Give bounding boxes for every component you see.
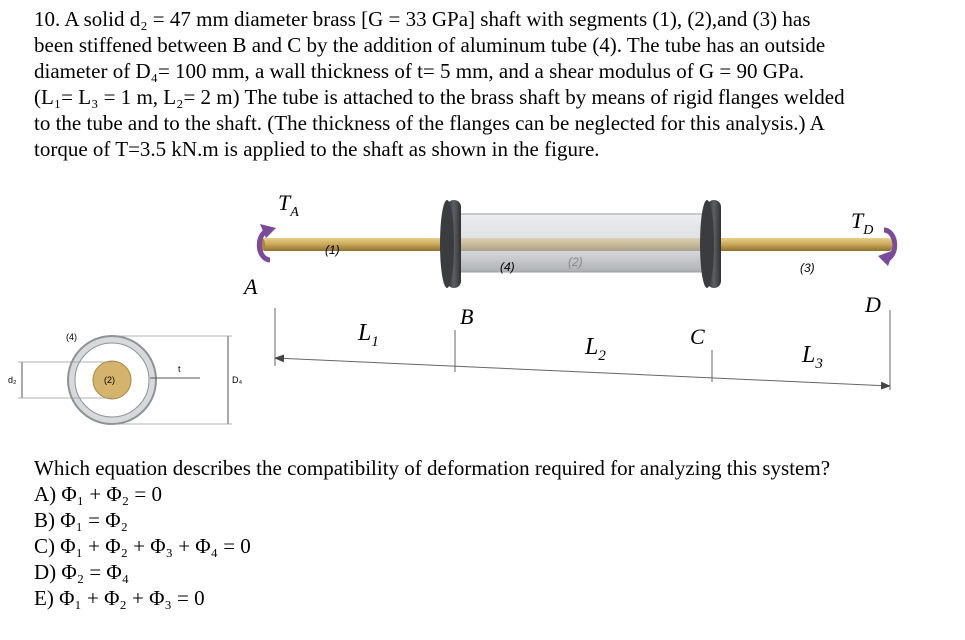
cs-label-4: (4) xyxy=(66,332,77,342)
shaft-diagram: TA TD A B C D (1) (4) (2) (3) L1 L2 L3 xyxy=(8,190,898,425)
torque-d-arrowhead xyxy=(878,250,894,266)
question-prompt: Which equation describes the compatibili… xyxy=(34,456,831,480)
option-c[interactable]: C) Φ₁ + Φ₂ + Φ₃ + Φ₄ = 0 xyxy=(34,534,251,558)
cs-label-d: d₂ xyxy=(8,375,17,385)
question-block: Which equation describes the compatibili… xyxy=(34,455,830,611)
problem-line: diameter of D₄= 100 mm, a wall thickness… xyxy=(34,59,805,83)
option-b[interactable]: B) Φ₁ = Φ₂ xyxy=(34,508,128,532)
problem-line: (L₁= L₃ = 1 m, L₂= 2 m) The tube is atta… xyxy=(34,85,845,109)
torque-a-arrowhead xyxy=(260,224,276,238)
problem-statement: 10. A solid d₂ = 47 mm diameter brass [G… xyxy=(34,6,954,162)
problem-line: 10. A solid d₂ = 47 mm diameter brass [G… xyxy=(34,7,811,31)
label-c: C xyxy=(690,324,705,349)
cs-label-t: t xyxy=(178,364,181,374)
shaft-figure: TA TD A B C D (1) (4) (2) (3) L1 L2 L3 xyxy=(0,190,965,440)
label-ta: TA xyxy=(278,190,299,220)
option-e[interactable]: E) Φ₁ + Φ₂ + Φ₃ = 0 xyxy=(34,586,205,610)
label-seg3: (3) xyxy=(800,261,815,275)
option-d[interactable]: D) Φ₂ = Φ₄ xyxy=(34,560,130,584)
label-a: A xyxy=(242,274,258,299)
flange-b-face xyxy=(440,200,454,288)
problem-line: been stiffened between B and C by the ad… xyxy=(34,33,826,57)
option-a[interactable]: A) Φ₁ + Φ₂ = 0 xyxy=(34,482,162,506)
label-td: TD xyxy=(851,208,873,238)
cs-shaft xyxy=(92,360,132,400)
cross-section-inset: (4) (2) t d₂ D₄ xyxy=(8,332,242,425)
cs-label-2: (2) xyxy=(104,375,115,385)
problem-line: to the tube and to the shaft. (The thick… xyxy=(34,111,825,135)
label-d: D xyxy=(864,292,881,317)
label-seg2: (2) xyxy=(568,255,583,269)
cs-label-D: D₄ xyxy=(232,375,242,385)
aluminum-tube xyxy=(454,213,716,273)
problem-line: torque of T=3.5 kN.m is applied to the s… xyxy=(34,137,600,161)
label-seg4: (4) xyxy=(500,260,515,274)
label-l1: L1 xyxy=(357,320,379,350)
flange-c-face xyxy=(700,200,714,288)
label-l2: L2 xyxy=(584,334,606,364)
label-b: B xyxy=(460,304,473,329)
dim-line xyxy=(274,354,891,390)
label-seg1: (1) xyxy=(325,243,340,257)
label-l3: L3 xyxy=(801,342,823,372)
